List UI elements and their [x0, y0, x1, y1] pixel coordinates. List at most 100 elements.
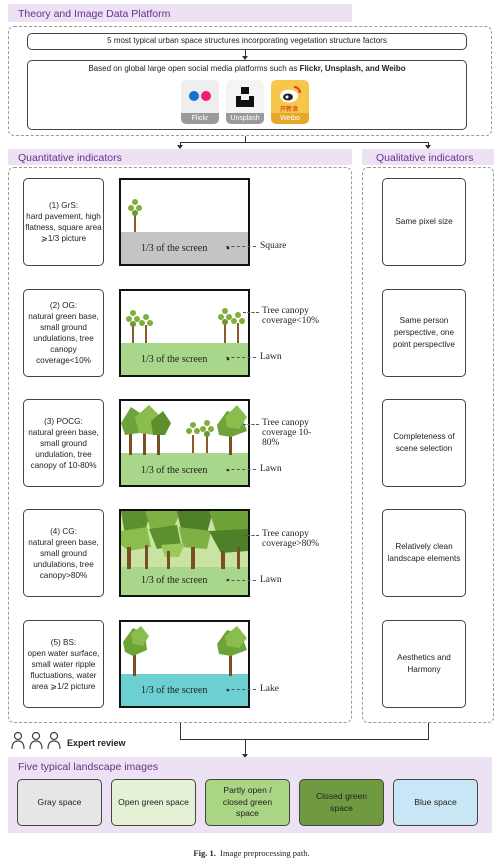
scene-cg-svg: 1/3 of the screen [121, 511, 248, 595]
weibo-badge: 开新浪 [280, 107, 299, 113]
tree-cluster-mid [186, 422, 200, 453]
indicator-code: (2) OG: [49, 301, 78, 310]
qualitative-item: Relatively clean landscape elements [382, 509, 466, 597]
ground-area [121, 567, 248, 595]
tree-icon [139, 314, 153, 343]
tree-icon [231, 312, 245, 343]
qualitative-item: Same pixel size [382, 178, 466, 266]
canopy-label-og: Tree canopy coverage<10% [262, 306, 320, 326]
merge-h [180, 739, 429, 740]
theory-container [8, 26, 492, 136]
output-label: Closed green space [315, 791, 368, 813]
figure-number: Fig. 1. [193, 848, 216, 858]
pointer-line-ground-grs [226, 246, 256, 247]
indicator-desc: open water surface, small water ripple f… [27, 648, 100, 691]
merge-head [242, 754, 248, 758]
pointer-line-ground-og [226, 357, 256, 358]
scene-cg: 1/3 of the screen [119, 509, 250, 597]
ground-label-pocg: Lawn [260, 464, 282, 474]
indicator-desc: natural green base, small ground undulat… [28, 537, 99, 580]
indicator-code: (3) POCG: [44, 416, 83, 426]
weibo-icon [280, 86, 301, 103]
qualitative-container [362, 167, 494, 723]
output-label: Gray space [37, 796, 82, 807]
indicator-box-pocg: (3) POCG:natural green base, small groun… [23, 399, 104, 487]
indicator-desc: natural green base, small ground undulat… [28, 427, 99, 470]
indicator-code: (5) BS: [50, 637, 77, 647]
screen-label: 1/3 of the screen [141, 243, 207, 254]
scene-og: 1/3 of the screen [119, 289, 250, 377]
flickr-label: Flickr [181, 113, 219, 124]
scene-grs-svg: 1/3 of the screen [121, 199, 248, 264]
merge-down [245, 739, 246, 755]
theory-title: Theory and Image Data Platform [18, 8, 171, 20]
quantitative-title: Quantitative indicators [18, 152, 122, 164]
scene-og-svg: 1/3 of the screen [121, 308, 248, 375]
arrow-left-head [177, 145, 183, 149]
screen-label: 1/3 of the screen [141, 685, 207, 696]
tree-cluster-right [217, 405, 247, 455]
qualitative-item-text: Same person perspective, one point persp… [393, 316, 455, 349]
pointer-line-ground-pocg [226, 469, 256, 470]
qualitative-header [362, 149, 494, 165]
weibo-logo: 开新浪 Weibo [271, 80, 309, 124]
screen-label: 1/3 of the screen [141, 575, 207, 586]
qualitative-item: Same person perspective, one point persp… [382, 289, 466, 377]
scene-pocg-svg: 1/3 of the screen [121, 405, 248, 485]
indicator-code: (4) CG: [50, 526, 77, 536]
arrow-right-head [425, 145, 431, 149]
pointer-line-canopy-pocg [243, 424, 259, 425]
tree-icon [126, 310, 140, 343]
output-open-green-space: Open green space [111, 779, 196, 826]
qualitative-title: Qualitative indicators [376, 152, 474, 164]
platform-text: Based on global large open social media … [30, 64, 464, 75]
unsplash-icon [236, 87, 254, 107]
output-blue-space: Blue space [393, 779, 478, 826]
indicator-box-grs: (1) GrS:hard pavement, high flatness, sq… [23, 178, 104, 266]
weibo-label: Weibo [271, 113, 309, 124]
pointer-line-ground-bs [226, 689, 256, 690]
qualitative-item-text: Completeness of scene selection [393, 432, 455, 453]
outputs-header [8, 757, 492, 775]
scene-grs: 1/3 of the screen [119, 178, 250, 266]
pointer-line-canopy-cg [243, 535, 259, 536]
qualitative-item-text: Relatively clean landscape elements [387, 542, 461, 563]
scene-bs: 1/3 of the screen [119, 620, 250, 708]
ground-label-bs: Lake [260, 684, 279, 694]
flickr-icon [189, 91, 199, 101]
indicator-box-bs: (5) BS:open water surface, small water r… [23, 620, 104, 708]
typical-structures-box: 5 most typical urban space structures in… [27, 33, 467, 50]
tree-cluster-left [121, 405, 171, 455]
scene-bs-svg: 1/3 of the screen [121, 626, 248, 706]
figure-caption-text: Image preprocessing path. [220, 848, 310, 858]
ground-label-grs: Square [260, 241, 287, 251]
arrow-top [245, 50, 246, 58]
indicator-box-og: (2) OG: natural green base, small ground … [23, 289, 104, 377]
ground-label-og: Lawn [260, 352, 282, 362]
pointer-line-canopy-og [243, 312, 259, 313]
output-gray-space: Gray space [17, 779, 102, 826]
ground-label-cg: Lawn [260, 575, 282, 585]
screen-label: 1/3 of the screen [141, 465, 207, 476]
arrow-split-stem [245, 136, 246, 142]
arrow-left-down [180, 142, 181, 147]
qualitative-item: Completeness of scene selection [382, 399, 466, 487]
output-label: Blue space [414, 796, 457, 807]
output-partly-open-green-space: Partly open / closed green space [205, 779, 290, 826]
output-closed-green-space: Closed green space [299, 779, 384, 826]
people-icon [11, 731, 61, 750]
arrow-top-head [242, 56, 248, 60]
quantitative-container [8, 167, 352, 723]
tree-icon [218, 308, 232, 343]
merge-left-stem [180, 723, 181, 739]
indicator-box-cg: (4) CG:natural green base, small ground … [23, 509, 104, 597]
arrow-right-down [428, 142, 429, 147]
unsplash-logo: Unsplash [226, 80, 264, 124]
platform-text-pre: Based on global large open social media … [88, 64, 300, 73]
qualitative-item-text: Aesthetics and Harmony [397, 653, 451, 674]
dense-canopy [121, 511, 248, 557]
figure-caption: Fig. 1. Image preprocessing path. [0, 848, 503, 858]
scene-pocg: 1/3 of the screen [119, 399, 250, 487]
merge-right-stem [428, 723, 429, 739]
indicator-desc: natural green base, small ground undulat… [28, 312, 99, 365]
